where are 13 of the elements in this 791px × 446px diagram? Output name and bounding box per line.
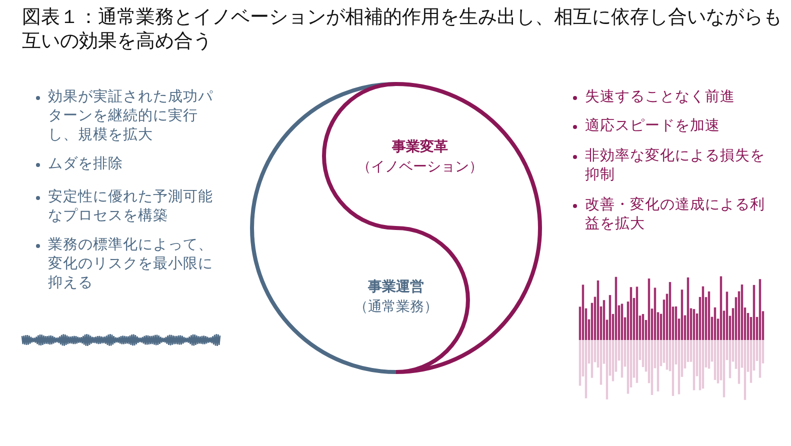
bullet-text: 失速することなく前進 [585,88,736,107]
title: 図表１：通常業務とイノベーションが相補的作用を生み出し、相互に依存し合いながらも互いの効果を高め合う [22,6,782,54]
bullet-text: 安定性に優れた予測可能なプロセスを構築 [48,188,214,226]
bullet-text: 効果が実証された成功パターンを継続的に実行し、規模を拡大 [48,88,214,145]
region-subtitle: （通常業務） [353,297,439,316]
bullet-text: ムダを排除 [48,155,124,174]
bullet-text: 適応スピードを加速 [585,117,721,136]
region-subtitle: （イノベーション） [356,157,484,176]
bullet-text: 業務の標準化によって、変化のリスクを最小限に抑える [48,236,214,293]
bullet-text: 非効率な変化による損失を抑制 [585,147,765,185]
bullet-text: 改善・変化の達成による利益を拡大 [585,196,765,234]
region-heading: 事業運営 [367,277,425,296]
region-heading: 事業変革 [391,137,449,156]
